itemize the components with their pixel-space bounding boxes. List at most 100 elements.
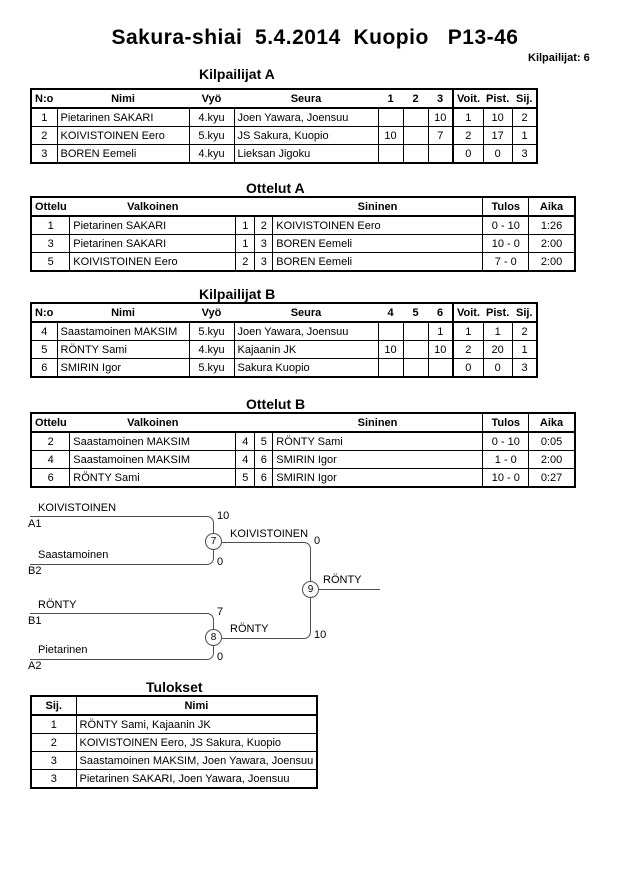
cell-wins: 0 bbox=[451, 144, 484, 164]
header-belt: Vyö bbox=[189, 302, 234, 323]
table-header-row: Sij. Nimi bbox=[31, 695, 318, 716]
bracket-player-name: Saastamoinen bbox=[38, 549, 109, 561]
cell-r3: 10 bbox=[427, 107, 454, 127]
cell-r3: 10 bbox=[427, 340, 454, 359]
cell-r2 bbox=[402, 144, 429, 164]
cell-blue: RÖNTY Sami bbox=[272, 431, 484, 451]
cell-no: 6 bbox=[30, 358, 58, 378]
table-row: 4 Saastamoinen MAKSIM 5.kyu Joen Yawara,… bbox=[30, 321, 538, 341]
bracket-seed-label: A1 bbox=[28, 518, 42, 530]
header-name: Nimi bbox=[75, 695, 318, 716]
cell-white: KOIVISTOINEN Eero bbox=[69, 252, 237, 272]
table-row: 3 Pietarinen SAKARI, Joen Yawara, Joensu… bbox=[30, 769, 318, 789]
header-match: Ottelu bbox=[31, 196, 70, 217]
cell-r3 bbox=[427, 144, 454, 164]
cell-time: 2:00 bbox=[528, 252, 576, 272]
header-round-6: 6 bbox=[428, 302, 453, 323]
cell-r1 bbox=[377, 321, 404, 341]
cell-r2 bbox=[402, 107, 429, 127]
bracket-score: 10 bbox=[217, 510, 230, 522]
bracket-winner-name: RÖNTY bbox=[230, 623, 269, 635]
cell-white-no: 1 bbox=[235, 215, 256, 235]
section-title-matches-a: Ottelut A bbox=[246, 180, 305, 196]
cell-no: 4 bbox=[30, 321, 58, 341]
bracket-player-name: Pietarinen bbox=[38, 644, 88, 656]
table-row: 1 Pietarinen SAKARI 4.kyu Joen Yawara, J… bbox=[30, 107, 538, 127]
cell-result: 10 - 0 bbox=[482, 468, 530, 488]
cell-club: Kajaanin JK bbox=[233, 340, 379, 359]
section-title-pool-a: Kilpailijat A bbox=[199, 66, 275, 82]
header-round-2: 2 bbox=[403, 88, 428, 109]
cell-r3: 7 bbox=[427, 126, 454, 145]
bracket-seed-label: B2 bbox=[28, 565, 42, 577]
table-row: 2 KOIVISTOINEN Eero 5.kyu JS Sakura, Kuo… bbox=[30, 126, 538, 145]
cell-no: 3 bbox=[30, 144, 58, 164]
cell-place: 3 bbox=[30, 769, 77, 789]
cell-club: Joen Yawara, Joensuu bbox=[233, 107, 379, 127]
cell-no: 2 bbox=[30, 126, 58, 145]
header-result: Tulos bbox=[482, 412, 529, 433]
cell-club: JS Sakura, Kuopio bbox=[233, 126, 379, 145]
cell-blue-no: 6 bbox=[254, 468, 274, 488]
cell-name: KOIVISTOINEN Eero bbox=[56, 126, 190, 145]
cell-time: 0:05 bbox=[528, 431, 576, 451]
cell-white-no: 4 bbox=[235, 450, 256, 469]
header-blue: Sininen bbox=[272, 412, 483, 433]
header-blue-no bbox=[254, 412, 273, 433]
cell-white-no: 1 bbox=[235, 234, 256, 253]
cell-r1 bbox=[377, 144, 404, 164]
cell-white: RÖNTY Sami bbox=[69, 468, 237, 488]
table-header-row: Ottelu Valkoinen Sininen Tulos Aika bbox=[31, 196, 575, 217]
header-match: Ottelu bbox=[31, 412, 70, 433]
cell-result: 0 - 10 bbox=[482, 215, 530, 235]
table-results: Sij. Nimi 1 RÖNTY Sami, Kajaanin JK 2 KO… bbox=[30, 695, 319, 789]
section-title-matches-b: Ottelut B bbox=[246, 396, 306, 412]
cell-belt: 4.kyu bbox=[188, 340, 235, 359]
bracket-seed-label: B1 bbox=[28, 615, 42, 627]
cell-white-no: 4 bbox=[235, 431, 256, 451]
cell-blue-no: 3 bbox=[254, 234, 274, 253]
header-club: Seura bbox=[234, 88, 378, 109]
cell-match: 1 bbox=[30, 215, 71, 235]
cell-r2 bbox=[402, 358, 429, 378]
header-white-no bbox=[235, 196, 255, 217]
match-circle-8: 8 bbox=[205, 629, 222, 646]
table-row: 3 Pietarinen SAKARI 1 3 BOREN Eemeli 10 … bbox=[30, 234, 576, 253]
cell-time: 1:26 bbox=[528, 215, 576, 235]
cell-place: 3 bbox=[511, 144, 538, 164]
cell-belt: 5.kyu bbox=[188, 358, 235, 378]
cell-belt: 5.kyu bbox=[188, 126, 235, 145]
cell-white: Pietarinen SAKARI bbox=[69, 215, 237, 235]
cell-points: 0 bbox=[482, 358, 513, 378]
cell-points: 0 bbox=[482, 144, 513, 164]
bracket-player-name: RÖNTY bbox=[38, 599, 77, 611]
table-pool-b: N:o Nimi Vyö Seura 4 5 6 Voit. Pist. Sij… bbox=[30, 302, 539, 378]
table-row: 1 RÖNTY Sami, Kajaanin JK bbox=[30, 714, 318, 734]
table-matches-b: Ottelu Valkoinen Sininen Tulos Aika 2 Sa… bbox=[30, 412, 576, 488]
cell-wins: 1 bbox=[451, 107, 484, 127]
cell-result: 7 - 0 bbox=[482, 252, 530, 272]
table-row: 5 KOIVISTOINEN Eero 2 3 BOREN Eemeli 7 -… bbox=[30, 252, 576, 272]
cell-name: Saastamoinen MAKSIM bbox=[56, 321, 190, 341]
bracket-score: 0 bbox=[217, 651, 224, 663]
cell-club: Sakura Kuopio bbox=[233, 358, 379, 378]
cell-r1 bbox=[377, 107, 404, 127]
cell-result: 10 - 0 bbox=[482, 234, 530, 253]
cell-white: Saastamoinen MAKSIM bbox=[69, 431, 237, 451]
cell-place: 1 bbox=[511, 340, 538, 359]
cell-result: 0 - 10 bbox=[482, 431, 530, 451]
cell-match: 3 bbox=[30, 234, 71, 253]
header-blue-no bbox=[254, 196, 273, 217]
header-place: Sij. bbox=[512, 302, 538, 323]
cell-blue: BOREN Eemeli bbox=[272, 252, 484, 272]
cell-r3: 1 bbox=[427, 321, 454, 341]
bracket-champion-name: RÖNTY bbox=[323, 574, 362, 586]
cell-belt: 4.kyu bbox=[188, 144, 235, 164]
table-row: 2 Saastamoinen MAKSIM 4 5 RÖNTY Sami 0 -… bbox=[30, 431, 576, 451]
match-circle-9: 9 bbox=[302, 581, 319, 598]
table-row: 4 Saastamoinen MAKSIM 4 6 SMIRIN Igor 1 … bbox=[30, 450, 576, 469]
cell-blue-no: 5 bbox=[254, 431, 274, 451]
header-round-4: 4 bbox=[378, 302, 403, 323]
table-row: 3 BOREN Eemeli 4.kyu Lieksan Jigoku 0 0 … bbox=[30, 144, 538, 164]
cell-name: RÖNTY Sami, Kajaanin JK bbox=[75, 714, 318, 734]
